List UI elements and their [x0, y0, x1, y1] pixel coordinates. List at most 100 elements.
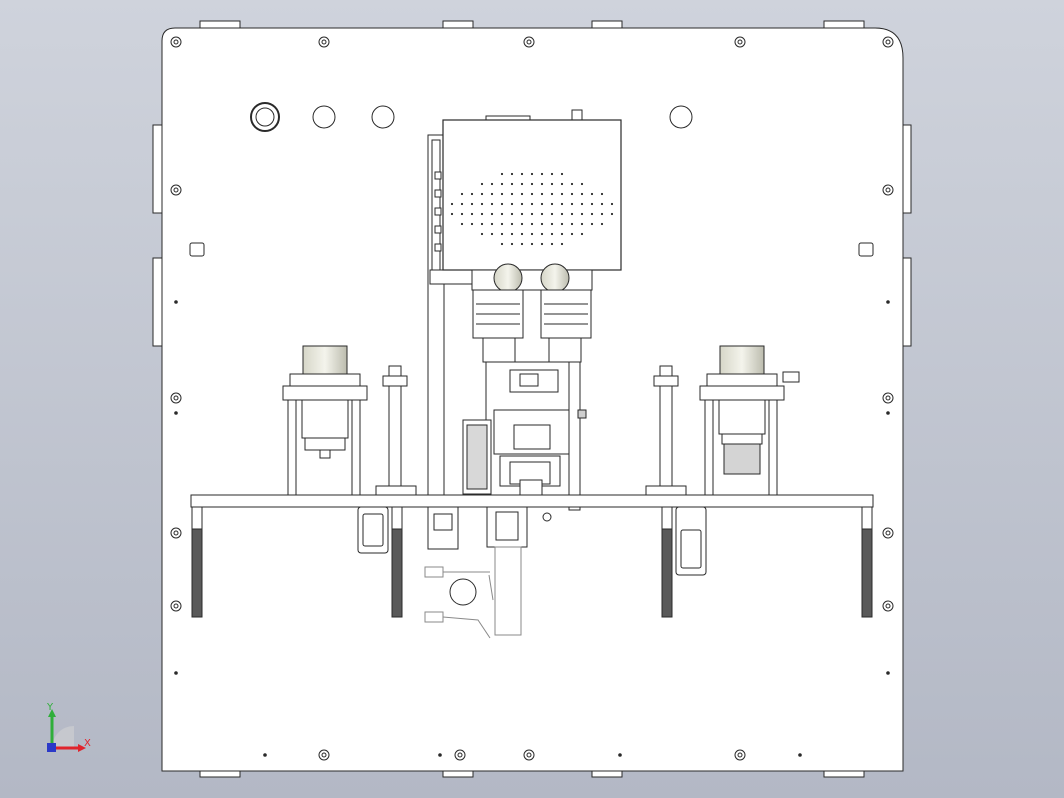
right-spindle — [645, 345, 800, 497]
mounting-hole-inner — [173, 395, 179, 401]
vent-hole — [540, 202, 544, 206]
vent-hole — [500, 242, 504, 246]
vent-hole — [500, 222, 504, 226]
vent-hole — [510, 192, 514, 196]
vent-hole — [590, 212, 594, 216]
vent-hole — [500, 212, 504, 216]
mounting-hole-inner — [885, 187, 891, 193]
vent-hole — [540, 232, 544, 236]
vent-hole — [500, 232, 504, 236]
vent-hole — [530, 182, 534, 186]
vent-hole — [510, 202, 514, 206]
top-round-features — [189, 102, 874, 257]
vent-hole — [560, 172, 564, 176]
vent-hole — [520, 172, 524, 176]
vent-hole — [560, 222, 564, 226]
small-dot — [174, 300, 178, 304]
vent-hole — [570, 222, 574, 226]
mounting-hole-inner — [885, 530, 891, 536]
mounting-hole-inner — [173, 187, 179, 193]
vent-hole — [610, 212, 614, 216]
vent-hole — [470, 212, 474, 216]
vent-hole — [540, 172, 544, 176]
vent-hole — [470, 222, 474, 226]
vent-hole — [540, 212, 544, 216]
vent-hole — [460, 192, 464, 196]
vent-hole — [530, 172, 534, 176]
vent-hole — [520, 212, 524, 216]
vent-hole — [510, 212, 514, 216]
vent-hole — [580, 202, 584, 206]
vent-hole — [510, 222, 514, 226]
vent-hole — [590, 222, 594, 226]
small-dot — [438, 753, 442, 757]
mounting-hole-inner — [173, 603, 179, 609]
crossbar-table — [190, 494, 874, 618]
vent-hole — [510, 172, 514, 176]
twin-motors — [471, 263, 593, 363]
mounting-hole-inner — [885, 603, 891, 609]
vent-hole — [530, 202, 534, 206]
control-box — [434, 109, 622, 271]
vent-hole — [550, 222, 554, 226]
vent-hole — [480, 182, 484, 186]
vent-hole — [570, 192, 574, 196]
vent-hole — [540, 182, 544, 186]
vent-hole — [550, 212, 554, 216]
vent-hole — [580, 212, 584, 216]
vent-hole — [560, 232, 564, 236]
vent-hole — [520, 202, 524, 206]
vent-hole — [460, 222, 464, 226]
vent-hole — [550, 192, 554, 196]
mounting-hole-inner — [885, 395, 891, 401]
vent-hole — [550, 202, 554, 206]
vent-hole — [520, 222, 524, 226]
vent-hole — [570, 212, 574, 216]
vent-hole — [570, 182, 574, 186]
vent-hole — [580, 232, 584, 236]
small-dot — [886, 411, 890, 415]
top-tab — [199, 20, 241, 29]
mounting-hole-inner — [737, 39, 743, 45]
small-dots — [174, 300, 890, 757]
vent-hole — [600, 222, 604, 226]
vent-hole — [490, 212, 494, 216]
vent-hole — [590, 202, 594, 206]
vent-hole — [550, 232, 554, 236]
triad-arc — [52, 726, 74, 748]
vent-hole — [570, 202, 574, 206]
left-tab-upper — [152, 124, 163, 214]
vent-hole — [530, 192, 534, 196]
xyz-triad: X Y — [46, 702, 91, 752]
mounting-hole-inner — [526, 39, 532, 45]
mounting-hole-inner — [173, 530, 179, 536]
vent-hole — [480, 192, 484, 196]
small-dot — [886, 671, 890, 675]
mounting-hole-inner — [526, 752, 532, 758]
small-dot — [174, 411, 178, 415]
vent-hole — [490, 232, 494, 236]
vent-hole — [570, 232, 574, 236]
vent-hole — [530, 232, 534, 236]
vent-hole — [590, 192, 594, 196]
small-dot — [618, 753, 622, 757]
mounting-hole-inner — [321, 752, 327, 758]
top-tab — [591, 20, 623, 29]
vent-hole — [500, 172, 504, 176]
vent-hole — [600, 192, 604, 196]
vent-hole — [490, 202, 494, 206]
mounting-hole-inner — [737, 752, 743, 758]
vent-hole — [580, 182, 584, 186]
triad-x-label: X — [84, 738, 91, 749]
top-tab — [823, 20, 865, 29]
triad-y-label: Y — [46, 702, 54, 713]
vent-hole — [510, 242, 514, 246]
vent-hole — [460, 212, 464, 216]
small-dot — [263, 753, 267, 757]
vent-hole — [520, 232, 524, 236]
vent-hole — [560, 212, 564, 216]
small-dot — [174, 671, 178, 675]
vent-hole — [490, 222, 494, 226]
vent-hole — [490, 182, 494, 186]
